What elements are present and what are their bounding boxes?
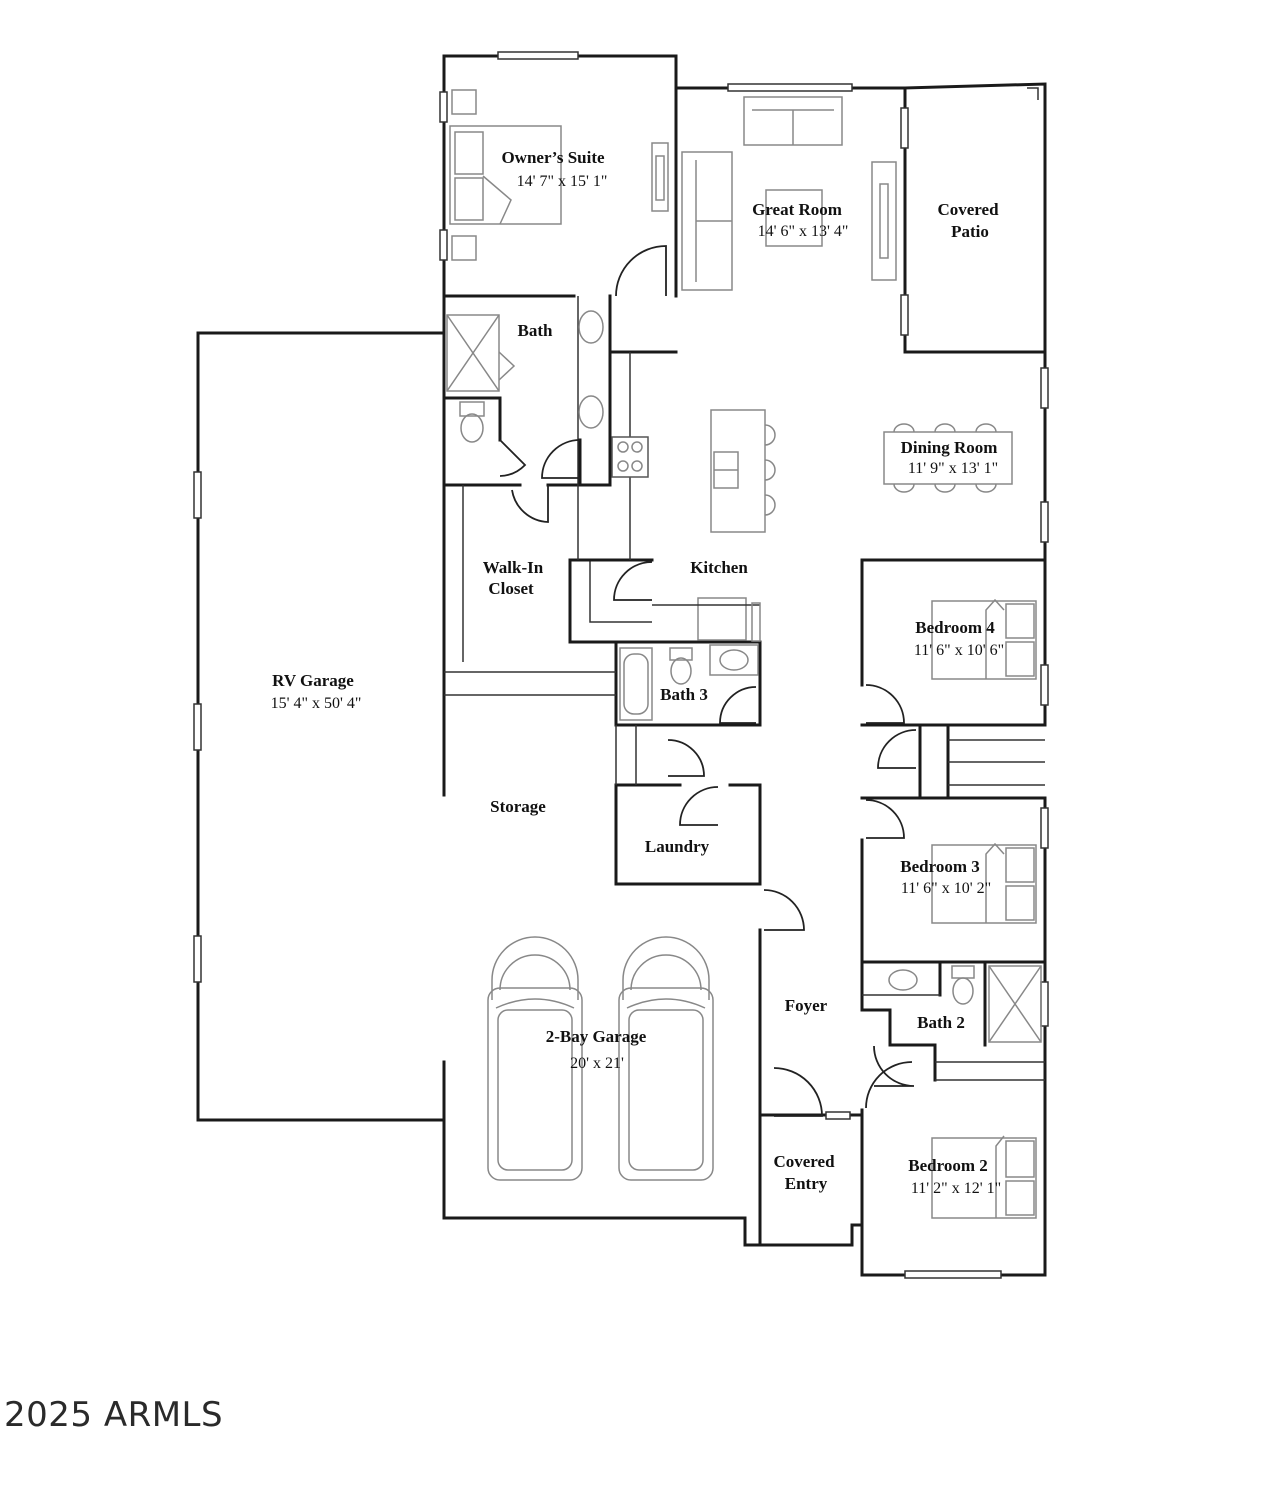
- bedroom-3-dim: 11' 6" x 10' 2": [901, 880, 991, 897]
- walk-in-closet-label-2: Closet: [488, 579, 534, 598]
- copyright-watermark: 2025 ARMLS: [4, 1395, 224, 1435]
- doors: [499, 245, 917, 1117]
- bedroom-3-label: Bedroom 3: [900, 857, 980, 876]
- laundry-label: Laundry: [645, 837, 710, 856]
- covered-entry-label-2: Entry: [785, 1174, 828, 1193]
- walls: [196, 54, 1047, 1277]
- rv-garage-label: RV Garage: [272, 671, 354, 690]
- owners-suite-dim: 14' 7" x 15' 1": [517, 173, 608, 190]
- dining-room-dim: 11' 9" x 13' 1": [908, 460, 998, 477]
- covered-patio-label-2: Patio: [951, 222, 989, 241]
- great-room-label: Great Room: [752, 200, 842, 219]
- rv-garage-dim: 15' 4" x 50' 4": [271, 695, 362, 712]
- bath-2-label: Bath 2: [917, 1013, 965, 1032]
- bedroom-2-label: Bedroom 2: [908, 1156, 988, 1175]
- car-2: [618, 936, 714, 1181]
- owners-suite-label: Owner’s Suite: [501, 148, 605, 167]
- foyer-label: Foyer: [785, 996, 828, 1015]
- two-bay-garage-label: 2-Bay Garage: [546, 1027, 647, 1046]
- bath-3-label: Bath 3: [660, 685, 708, 704]
- walk-in-closet-label-1: Walk-In: [483, 558, 544, 577]
- room-labels: Owner’s Suite 14' 7" x 15' 1" Great Room…: [271, 148, 1005, 1197]
- covered-entry-label-1: Covered: [773, 1152, 835, 1171]
- two-bay-garage-dim: 20' x 21': [570, 1055, 624, 1072]
- bedroom-2-dim: 11' 2" x 12' 1": [911, 1180, 1001, 1197]
- bedroom-4-dim: 11' 6" x 10' 6": [914, 642, 1004, 659]
- bath-label: Bath: [518, 321, 554, 340]
- fixtures: [446, 89, 1042, 1219]
- windows: [193, 51, 1049, 1279]
- covered-patio-label-1: Covered: [937, 200, 999, 219]
- dining-room-label: Dining Room: [901, 438, 998, 457]
- car-1: [487, 936, 583, 1181]
- kitchen-label: Kitchen: [690, 558, 748, 577]
- storage-label: Storage: [490, 797, 546, 816]
- great-room-dim: 14' 6" x 13' 4": [758, 223, 849, 240]
- bedroom-4-label: Bedroom 4: [915, 618, 995, 637]
